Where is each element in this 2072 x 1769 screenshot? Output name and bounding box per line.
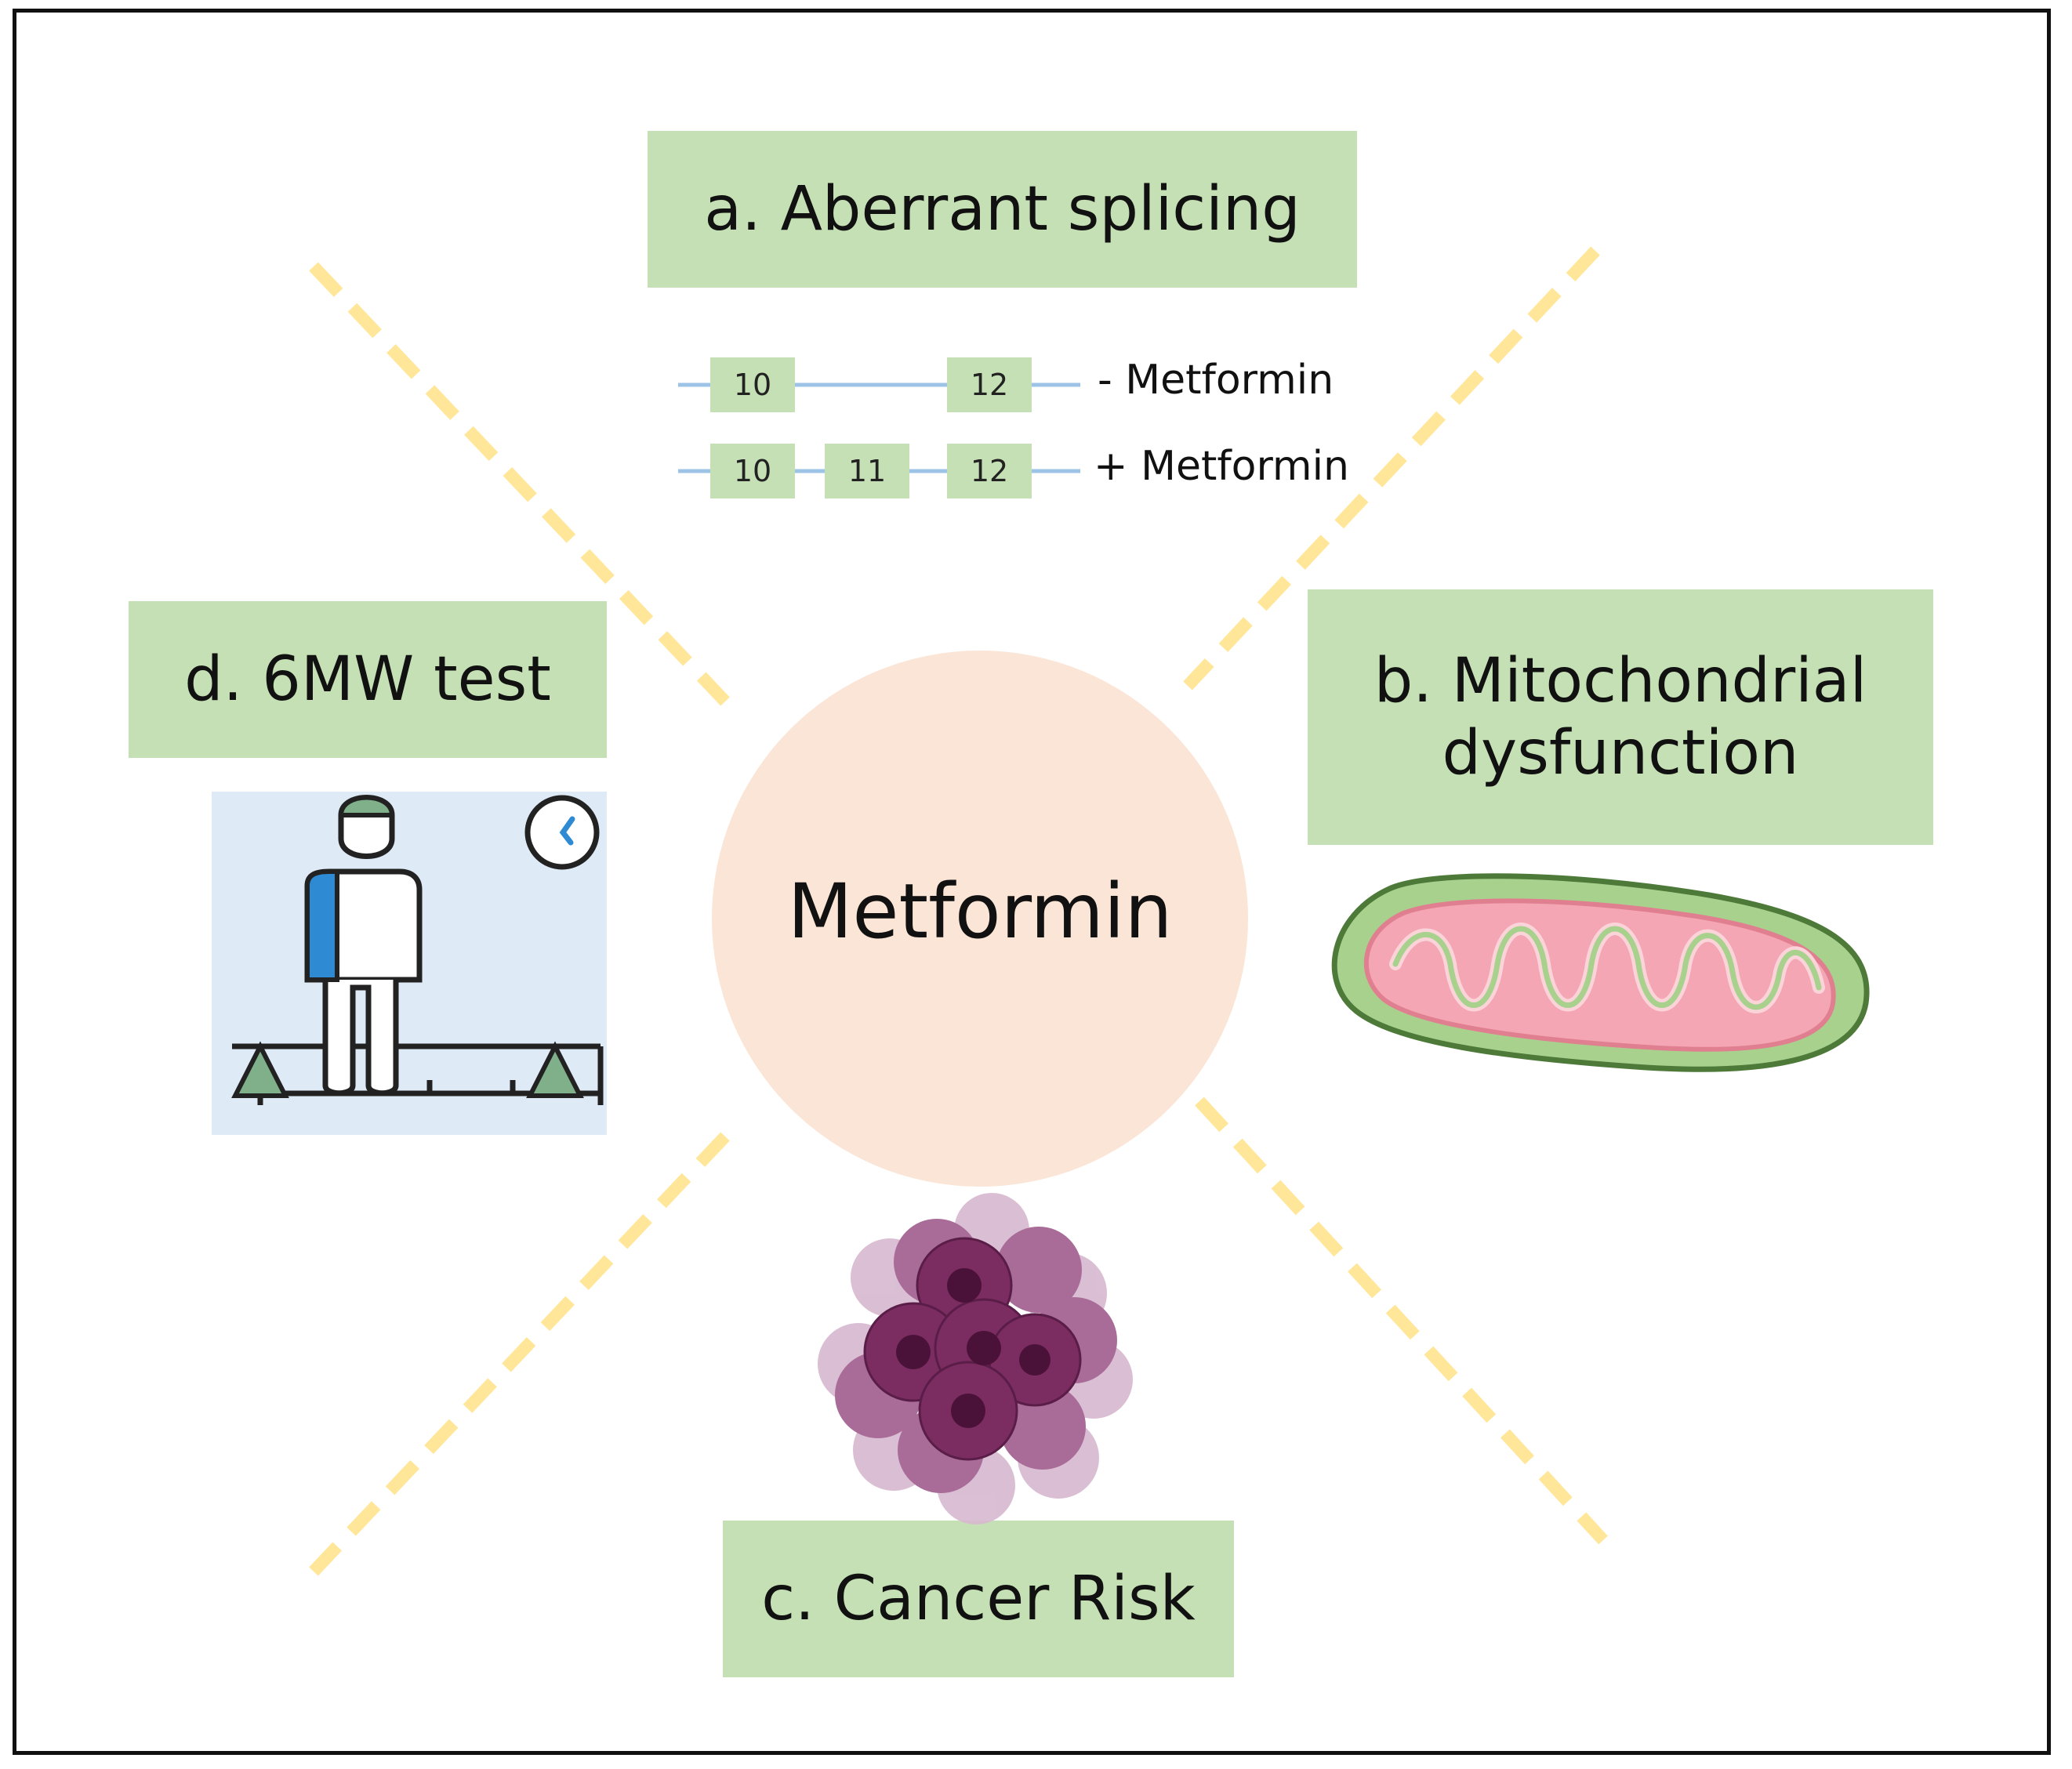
panel-a-label: a. Aberrant splicing xyxy=(648,131,1357,288)
panel-c-title: c. Cancer Risk xyxy=(761,1563,1196,1634)
panel-b-title-line2: dysfunction xyxy=(1442,718,1799,788)
dashed-spoke-lower-left xyxy=(309,1132,730,1576)
center-circle xyxy=(712,651,1248,1187)
panel-c-label: c. Cancer Risk xyxy=(723,1521,1234,1677)
dashed-spoke-lower-right xyxy=(1195,1097,1608,1545)
panel-b-title-line1: b. Mitochondrial xyxy=(1373,645,1867,716)
panel-a-title: a. Aberrant splicing xyxy=(704,173,1301,245)
dashed-spoke-upper-right xyxy=(1183,246,1600,691)
dashed-spoke-upper-left xyxy=(309,262,730,706)
panel-d-label: d. 6MW test xyxy=(129,601,607,758)
panel-b-label: b. Mitochondrial dysfunction xyxy=(1308,589,1933,845)
panel-d-title: d. 6MW test xyxy=(184,643,551,715)
center-label: Metformin xyxy=(787,868,1173,955)
